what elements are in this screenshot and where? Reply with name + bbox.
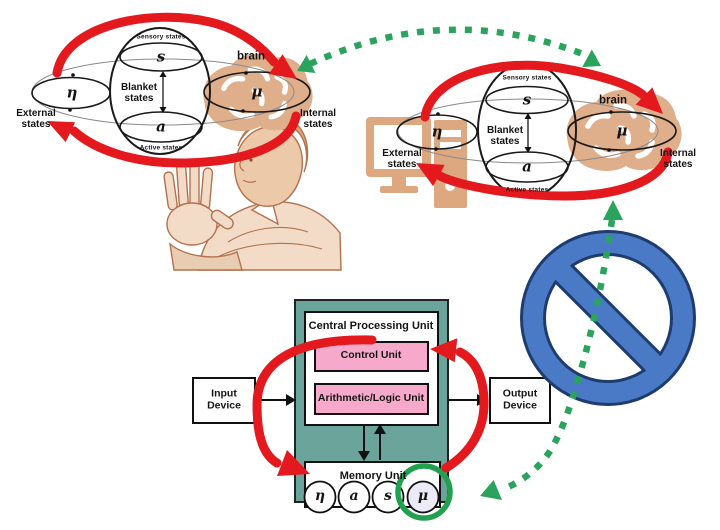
red-arrow-cpu-right: [441, 347, 489, 473]
human-sensory-label: Sensory states: [136, 33, 186, 41]
control-unit-box: [314, 341, 429, 372]
red-arrow-computer-top: [420, 60, 648, 122]
human-blanket-label: Blanket states: [120, 81, 158, 104]
computer-s-state: s: [522, 90, 532, 109]
no-symbol-icon: [520, 230, 696, 406]
green-dotted-arrows: [297, 26, 623, 500]
memory-mu-circle: [406, 480, 440, 514]
computer-a-state: a: [522, 157, 532, 176]
memory-slot-mu: μ: [417, 488, 429, 505]
human-eta-state: η: [66, 83, 78, 102]
external-ellipse: [31, 76, 111, 110]
active-ellipse: [485, 151, 569, 183]
human-brain-label: brain: [236, 50, 266, 63]
human-head: [234, 126, 304, 207]
computer-mu-state: μ: [616, 121, 628, 140]
control-unit-label: Control Unit: [340, 349, 402, 362]
human-markov-diagram: [31, 27, 311, 155]
human-external-label: External states: [16, 107, 56, 130]
red-cycle-arrows: [47, 12, 673, 476]
computer-brain-label: brain: [598, 94, 628, 107]
green-dotted-double-arrow: [308, 26, 597, 67]
human-figure: [163, 115, 342, 271]
flow-ellipse: [397, 98, 659, 164]
human-s-state: s: [156, 47, 166, 66]
computer-eta-state: η: [431, 122, 443, 141]
human-active-label: Active states: [139, 144, 183, 152]
alu-label: Arithmetic/Logic Unit: [317, 392, 425, 405]
human-internal-label: Internal states: [299, 107, 337, 130]
cpu-title: Central Processing Unit: [308, 319, 434, 332]
output-device-box: [489, 377, 551, 424]
human-a-state: a: [156, 117, 166, 136]
computer-internal-label: Internal states: [659, 147, 697, 170]
memory-unit-label: Memory Unit: [339, 469, 407, 482]
input-device-label: Input Device: [207, 387, 241, 411]
computer-sensory-label: Sensory states: [502, 74, 552, 82]
human-mu-state: μ: [251, 82, 263, 101]
computer-markov-diagram: [396, 62, 677, 198]
red-arrow-cpu-left: [252, 335, 377, 468]
computer-external-label: External states: [382, 147, 422, 170]
red-arrow-computer-bottom: [435, 147, 673, 201]
alu-box: [314, 383, 429, 415]
input-device-box: [192, 377, 256, 424]
sensory-ellipse: [119, 42, 203, 72]
red-arrow-human-bottom: [69, 111, 301, 168]
computer-active-label: Active states: [505, 186, 549, 194]
green-circle-highlight: [395, 463, 453, 521]
internal-ellipse: [567, 111, 677, 151]
cpu-architecture: [192, 299, 551, 514]
active-ellipse: [119, 111, 203, 143]
memory-slot-s: s: [384, 488, 392, 505]
memory-slot-a: a: [349, 488, 359, 505]
sensory-ellipse: [485, 85, 569, 115]
memory-state-circles: [303, 480, 440, 514]
memory-slot-eta: η: [314, 488, 326, 505]
red-arrow-human-top: [52, 12, 279, 78]
computer-blanket-label: Blanket states: [486, 124, 524, 147]
human-sleeve: [169, 242, 243, 271]
output-device-label: Output Device: [502, 387, 538, 411]
internal-ellipse: [203, 71, 311, 113]
